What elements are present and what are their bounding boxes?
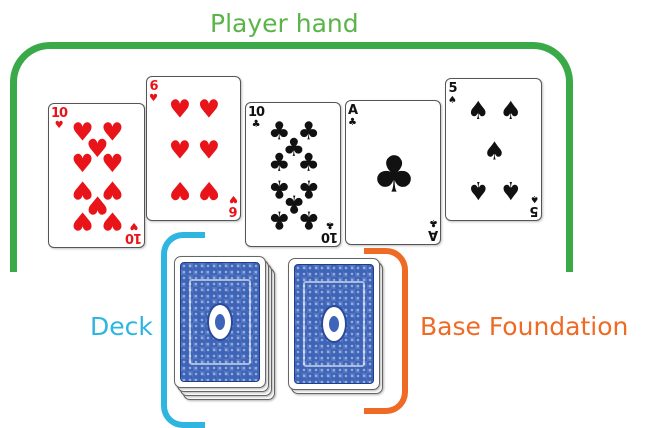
card-pips: ♥♥♥♥♥♥♥♥♥♥ [49,104,145,248]
deck-bracket [161,232,205,428]
hearts-pip-icon: ♥ [169,136,191,165]
spades-pip-icon: ♠ [467,96,489,125]
clubs-pip-icon: ♣ [268,148,290,177]
card-back-emblem-icon [321,305,347,343]
card-pips: ♣ [346,101,441,245]
hearts-pip-icon: ♥ [101,207,123,236]
hand-card-a-of-clubs[interactable]: A♣A♣♣ [345,100,441,245]
hearts-pip-icon: ♥ [101,149,123,178]
base-foundation-bracket [364,248,408,414]
spades-pip-icon: ♠ [483,137,505,166]
hearts-pip-icon: ♥ [71,149,93,178]
card-back-emblem-icon [207,303,233,341]
hearts-pip-icon: ♥ [198,94,220,123]
hand-card-10-of-clubs[interactable]: 10♣10♣♣♣♣♣♣♣♣♣♣♣ [245,102,341,247]
hearts-pip-icon: ♥ [198,136,220,165]
card-pips: ♠ ♠ ♠ ♠ ♠ [446,79,542,221]
hearts-pip-icon: ♥ [169,176,191,205]
base-foundation-label: Base Foundation [420,313,628,341]
player-hand-label: Player hand [210,10,359,38]
hand-card-5-of-spades[interactable]: 5♠5♠♠♠♠♠♠ [445,78,542,221]
spades-pip-icon: ♠ [467,176,489,205]
clubs-pip-icon: ♣ [268,206,290,235]
clubs-pip-icon: ♣ [298,206,320,235]
hand-card-6-of-hearts[interactable]: 6♥6♥♥♥♥♥♥♥ [146,76,241,221]
card-pips: ♣♣♣♣♣♣♣♣♣♣ [246,103,341,247]
hearts-pip-icon: ♥ [169,94,191,123]
clubs-pip-icon: ♣ [298,148,320,177]
hearts-pip-icon: ♥ [71,207,93,236]
spades-pip-icon: ♠ [500,96,522,125]
clubs-pip-icon: ♣ [372,146,417,204]
hand-card-10-of-hearts[interactable]: 10♥10♥♥♥♥♥♥♥♥♥♥♥ [48,103,145,248]
card-pips: ♥♥♥♥♥♥ [147,77,241,221]
spades-pip-icon: ♠ [500,176,522,205]
hearts-pip-icon: ♥ [198,176,220,205]
deck-label: Deck [90,313,153,341]
